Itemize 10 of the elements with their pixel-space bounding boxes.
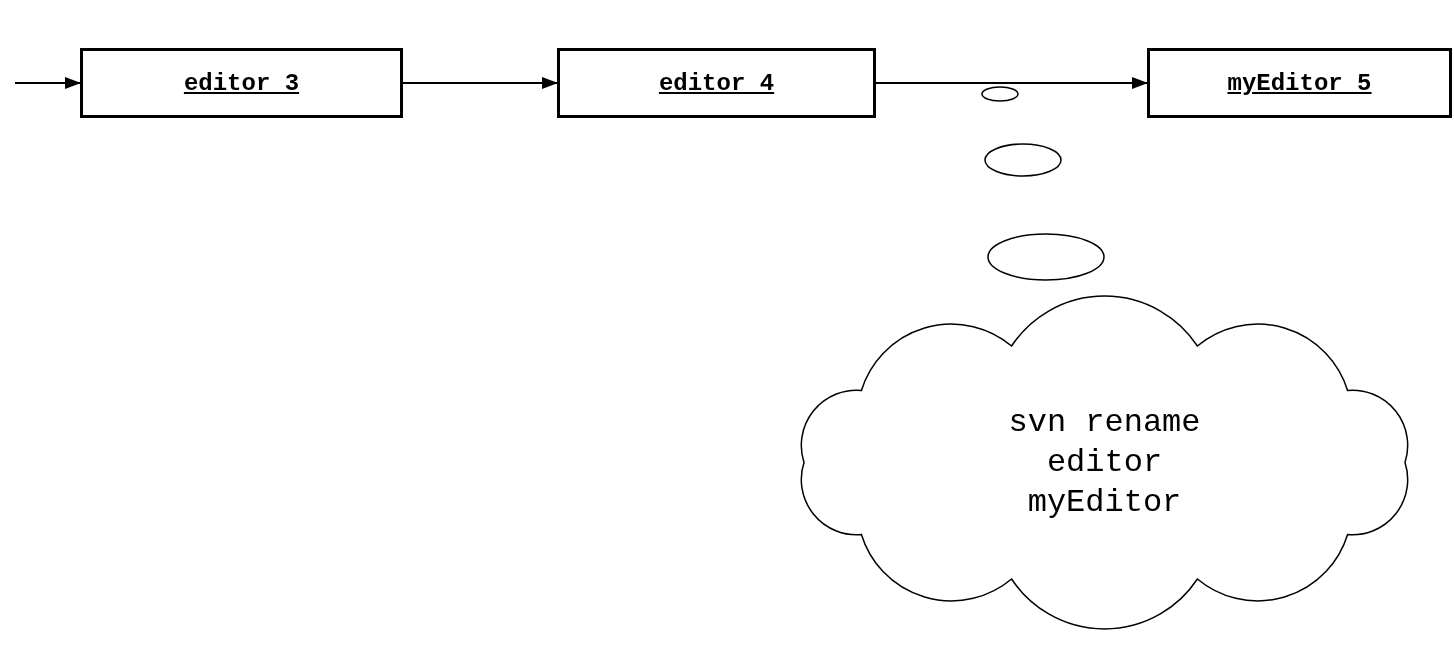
arrow <box>402 77 558 89</box>
box-label: editor 4 <box>658 69 775 97</box>
box-label: editor 3 <box>183 69 300 97</box>
process-box <box>1147 48 1452 118</box>
arrow <box>875 77 1148 89</box>
arrow <box>14 77 81 89</box>
box-label: myEditor 5 <box>1227 69 1372 97</box>
process-box <box>557 48 876 118</box>
cloud-text: svn rename editor myEditor <box>1007 402 1202 523</box>
process-box <box>80 48 403 118</box>
